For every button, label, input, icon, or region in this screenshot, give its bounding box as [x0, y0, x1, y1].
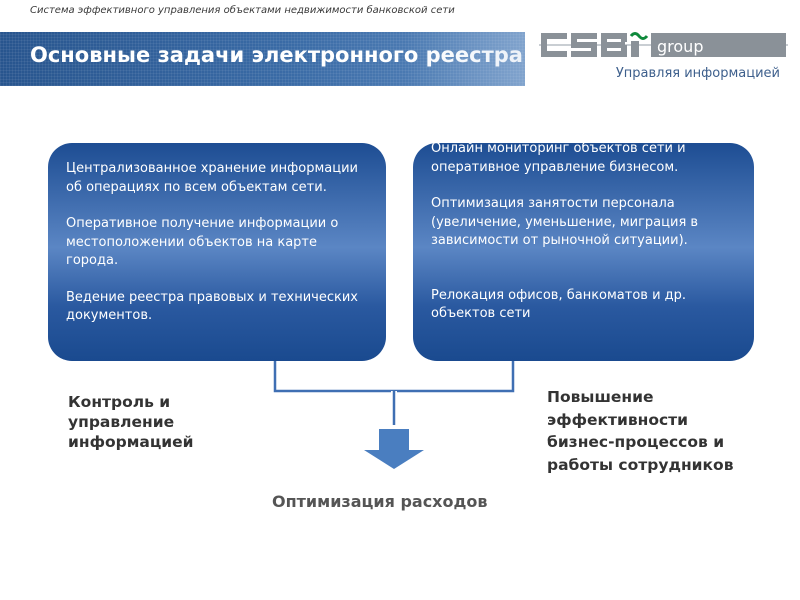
- left-task-item: Ведение реестра правовых и технических д…: [66, 289, 358, 324]
- logo-tagline: Управляя информацией: [615, 66, 780, 81]
- title-band: Основные задачи электронного реестра: [0, 32, 525, 86]
- page-title: Основные задачи электронного реестра: [30, 43, 523, 67]
- left-tasks-box: Централизованное хранение информации об …: [48, 143, 386, 361]
- title-band-fade: [405, 32, 525, 86]
- logo-group-text: group: [657, 37, 703, 56]
- bracket-line: [272, 361, 516, 394]
- header-subtitle: Система эффективного управления объектам…: [30, 5, 455, 16]
- efficiency-label: Повышение эффективности бизнес-процессов…: [547, 388, 734, 474]
- right-tasks-box: Онлайн мониторинг объектов сети и операт…: [413, 143, 754, 361]
- right-task-item: Онлайн мониторинг объектов сети и операт…: [431, 143, 686, 175]
- right-task-item: Релокация офисов, банкоматов и др. объек…: [431, 287, 687, 322]
- left-task-item: Оперативное получение информации о место…: [66, 216, 339, 268]
- bracket-line: [273, 361, 515, 393]
- cost-optimization-label: Оптимизация расходов: [272, 492, 488, 511]
- control-label: Контроль и управление информацией: [68, 393, 194, 451]
- right-task-item: Оптимизация занятости персонала (увеличе…: [431, 196, 699, 248]
- down-arrow-icon: [364, 429, 424, 469]
- left-task-item: Централизованное хранение информации об …: [66, 161, 358, 195]
- csbi-logo: group: [539, 30, 788, 60]
